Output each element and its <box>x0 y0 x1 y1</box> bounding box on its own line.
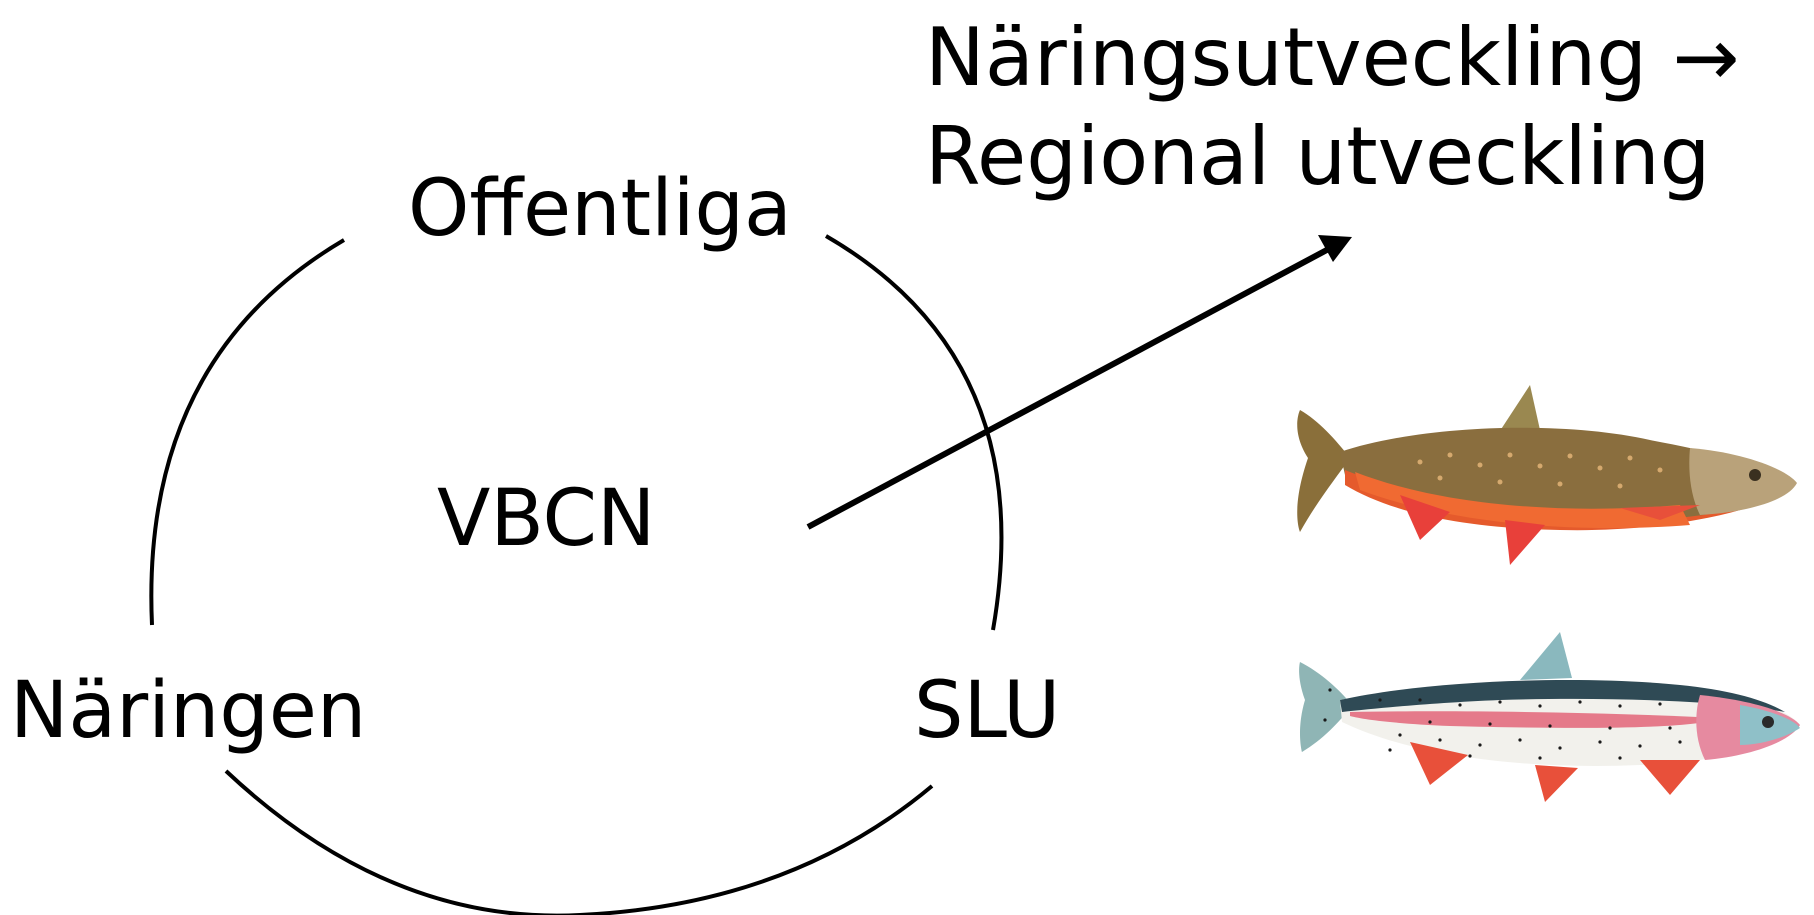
title-line-2: Regional utveckling <box>925 110 1711 203</box>
cycle-arc-bottom <box>224 769 934 915</box>
cycle-arc-top-right <box>824 234 1004 631</box>
node-offentliga: Offentliga <box>408 164 792 254</box>
title-line-1: Näringsutveckling → <box>925 11 1740 104</box>
cycle-arc-top-left <box>149 238 346 626</box>
node-vbcn: VBCN <box>437 474 656 564</box>
title: Näringsutveckling → Regional utveckling <box>925 8 1740 206</box>
arctic-char-image <box>1297 385 1797 565</box>
rainbow-trout-image <box>1299 632 1800 802</box>
arrowhead <box>1318 235 1352 262</box>
arrow-to-regional-development <box>806 241 1340 530</box>
node-naringen: Näringen <box>10 666 367 756</box>
node-slu: SLU <box>914 666 1061 756</box>
